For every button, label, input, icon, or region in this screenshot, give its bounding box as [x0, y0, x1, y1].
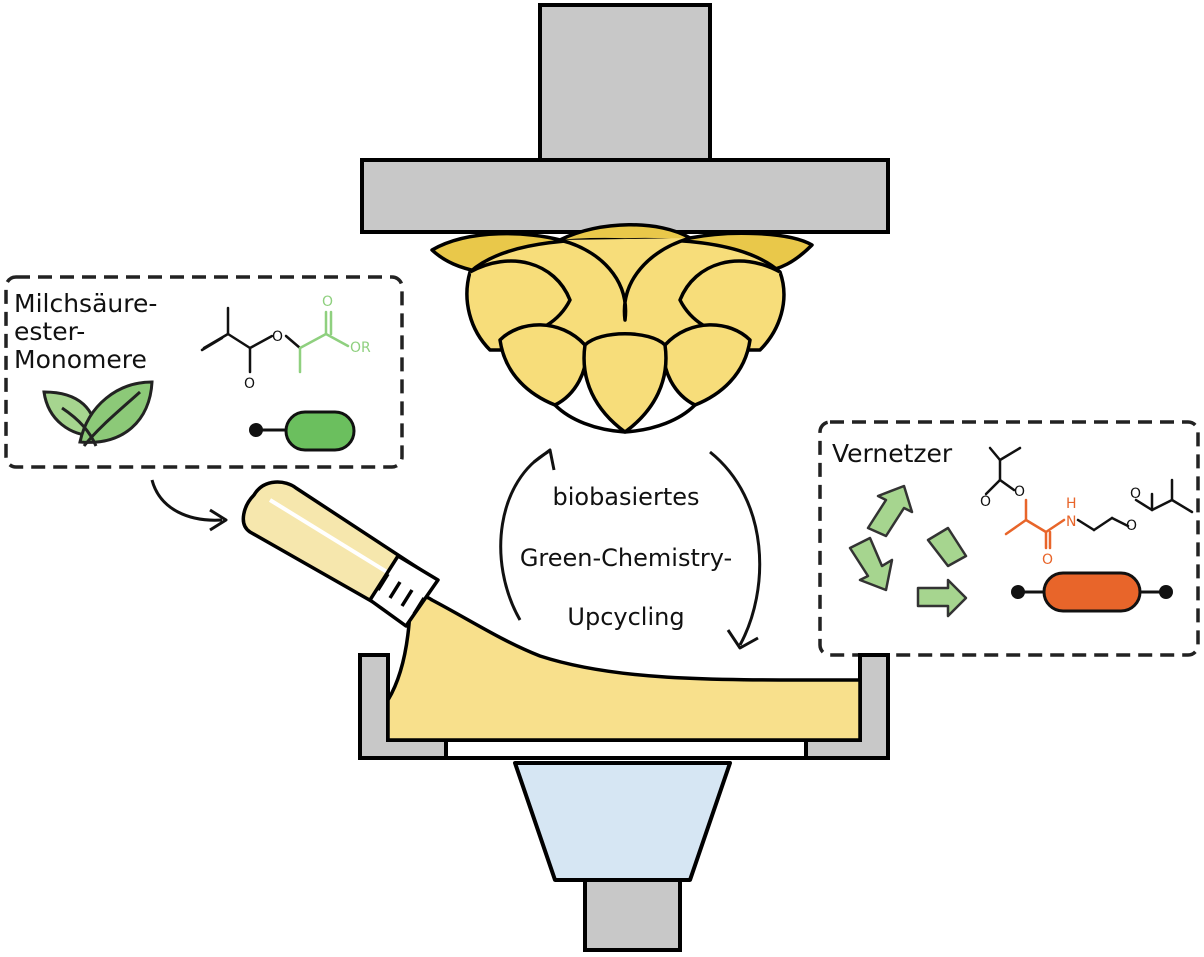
crosslinker-oxygen-1: O — [1014, 484, 1025, 500]
monomer-arrow — [150, 479, 223, 522]
monomer-label-line-2: ester- — [14, 317, 86, 346]
cycle-text-line-3: Upcycling — [567, 603, 685, 631]
crosslinker-symbol — [1011, 571, 1173, 613]
monomer-ester-oxygen: O — [272, 329, 283, 345]
resin-vial — [241, 480, 440, 628]
cycle-text-line-2: Green-Chemistry- — [519, 544, 733, 572]
monomer-label-line-1: Milchsäure- — [14, 289, 158, 318]
cycle-arrow-left-head — [533, 448, 556, 471]
cycle-text-line-1: biobasiertes — [552, 483, 700, 511]
monomer-arrow-head — [209, 508, 228, 532]
cycle-arrow-left — [499, 450, 549, 621]
crosslinker-structure — [984, 446, 1194, 550]
monomer-carbonyl-oxygen: O — [244, 376, 255, 392]
monomer-label-line-3: Monomere — [14, 345, 147, 374]
crosslinker-oxygen-3: O — [1042, 552, 1053, 568]
monomer-symbol — [249, 410, 356, 452]
leaf-icon — [42, 380, 154, 447]
crosslinker-h-atom: H — [1066, 496, 1077, 512]
crosslinker-box — [818, 420, 1200, 657]
hop-cone-icon — [430, 223, 814, 434]
recycle-icon — [848, 484, 968, 618]
monomer-box — [4, 275, 404, 469]
cycle-arrow-right-head — [726, 629, 759, 650]
projector-funnel — [513, 761, 732, 882]
crosslinker-oxygen-2: O — [980, 494, 991, 510]
monomer-structure — [200, 306, 350, 374]
printer-column — [538, 3, 712, 172]
crosslinker-label: Vernetzer — [832, 439, 953, 468]
monomer-label: Milchsäure- ester- Monomere — [14, 290, 157, 374]
crosslinker-oxygen-5: O — [1130, 486, 1141, 502]
projector-base — [583, 878, 682, 952]
monomer-or-group: OR — [350, 340, 371, 356]
crosslinker-n-atom: N — [1066, 514, 1076, 530]
resin-liquid — [386, 594, 862, 742]
monomer-green-oxygen: O — [322, 294, 333, 310]
resin-vat — [358, 653, 890, 760]
crosslinker-oxygen-4: O — [1126, 518, 1137, 534]
build-platform — [360, 158, 890, 234]
cycle-arrow-right — [709, 450, 762, 646]
